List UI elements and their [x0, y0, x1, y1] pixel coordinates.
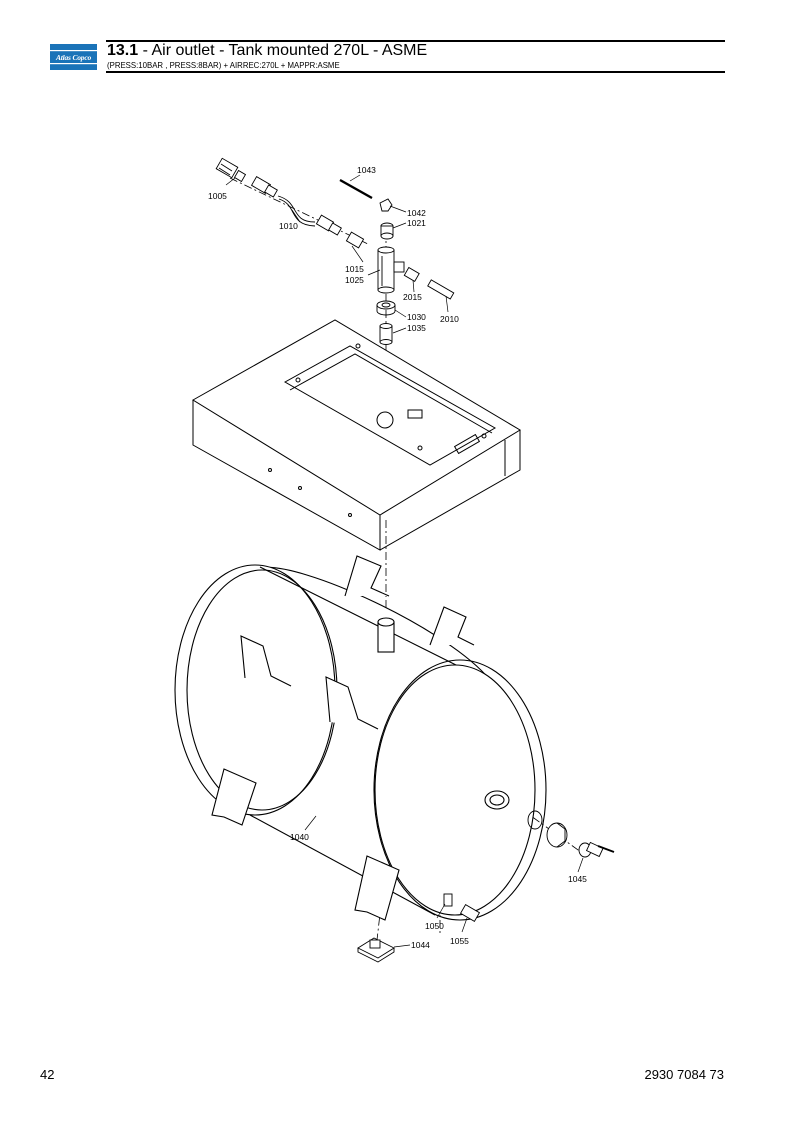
- pad-1044: [357, 937, 395, 963]
- callout-1055: 1055: [450, 936, 469, 946]
- fitting-1005: [215, 157, 247, 183]
- part-callouts: 1005 1010 1015 1025 1043 1042 1021 2015 …: [208, 165, 587, 950]
- leader-lines: [225, 174, 584, 948]
- outlet-fittings: [215, 157, 455, 345]
- callout-1005: 1005: [208, 191, 227, 201]
- logo-text: Atlas Copco: [55, 52, 92, 62]
- document-number: 2930 7084 73: [644, 1067, 724, 1082]
- title-text: - Air outlet - Tank mounted 270L - ASME: [138, 42, 428, 59]
- adapter-1045: [546, 822, 615, 858]
- adapter-1021: [380, 222, 394, 240]
- tee-1025: [377, 246, 405, 294]
- callout-1042: 1042: [407, 208, 426, 218]
- callout-1050: 1050: [425, 921, 444, 931]
- rod-1043: [339, 178, 373, 200]
- hose-1010: [250, 176, 342, 236]
- header-rule-top: [106, 40, 725, 42]
- callout-1043: 1043: [357, 165, 376, 175]
- air-receiver-tank: [174, 555, 547, 921]
- page-header: Atlas Copco 13.1 - Air outlet - Tank mou…: [50, 40, 725, 74]
- callout-1044: 1044: [411, 940, 430, 950]
- page-title: 13.1 - Air outlet - Tank mounted 270L - …: [107, 42, 427, 60]
- callout-1021: 1021: [407, 218, 426, 228]
- fitting-1015: [345, 231, 365, 249]
- logo-badge-icon: [50, 44, 97, 70]
- callout-1045: 1045: [568, 874, 587, 884]
- fitting-2015: [403, 266, 420, 282]
- o-ring: [527, 810, 543, 830]
- tank-end-fittings: [357, 810, 615, 963]
- nipple-1035: [379, 323, 393, 345]
- page-subtitle: (PRESS:10BAR , PRESS:8BAR) + AIRREC:270L…: [107, 60, 340, 70]
- callout-1035: 1035: [407, 323, 426, 333]
- nut-1030: [376, 300, 396, 316]
- callout-1015: 1015: [345, 264, 364, 274]
- section-number: 13.1: [107, 42, 139, 59]
- drain-1050: [443, 893, 481, 922]
- callout-1030: 1030: [407, 312, 426, 322]
- callout-1040: 1040: [290, 832, 309, 842]
- elbow-1042: [379, 198, 393, 212]
- atlas-copco-logo: Atlas Copco: [50, 44, 97, 70]
- page-number: 42: [40, 1067, 55, 1082]
- mounting-plate: [192, 319, 521, 551]
- callout-2010: 2010: [440, 314, 459, 324]
- header-rule-bottom: [106, 71, 725, 73]
- callout-2015: 2015: [403, 292, 422, 302]
- callout-1025: 1025: [345, 275, 364, 285]
- callout-1010: 1010: [279, 221, 298, 231]
- plug-2010: [427, 279, 455, 300]
